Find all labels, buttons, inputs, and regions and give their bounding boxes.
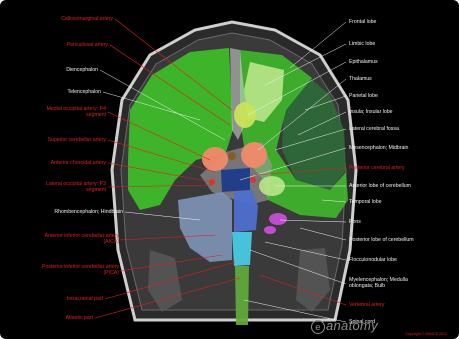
label-limbic-lobe: Limbic lobe bbox=[349, 41, 375, 47]
label-parietal-lobe: Parietal lobe bbox=[349, 93, 378, 99]
vessel-dot bbox=[250, 177, 256, 183]
label-frontal-lobe: Frontal lobe bbox=[349, 19, 376, 25]
label-pericallosal-artery: Pericallosal artery bbox=[67, 42, 108, 48]
label-superior-cerebellar-artery: Superior cerebellar artery bbox=[47, 137, 106, 143]
label-telencephalon: Telencephalon bbox=[68, 89, 101, 95]
spinal-cord bbox=[235, 266, 249, 325]
brand-text: anatomy bbox=[326, 318, 378, 333]
label-vertebral-artery: Vertebral artery bbox=[349, 302, 384, 308]
label-callosomarginal-artery: Callosomarginal artery bbox=[61, 16, 113, 22]
vessel-dot bbox=[228, 152, 236, 160]
brand-logo: eanatomy bbox=[311, 318, 378, 334]
label-insula: Insula; Insular lobe bbox=[349, 109, 393, 115]
pons-purple-2 bbox=[264, 226, 276, 234]
label-rhombencephalon: Rhombencephalon; Hindbrain bbox=[54, 209, 123, 215]
midbrain bbox=[221, 168, 250, 192]
label-posterior-cerebral-artery: Posterior cerebral artery bbox=[349, 165, 405, 171]
label-anterior-lobe-cerebellum: Anterior lobe of cerebellum bbox=[349, 183, 411, 189]
label-posterior-lobe-cerebellum: Posterior lobe of cerebellum bbox=[349, 237, 414, 243]
label-intracranial-part: Intracranial part bbox=[67, 296, 103, 302]
copyright: Copyright © IMAIOS 2012 bbox=[405, 332, 447, 336]
label-lateral-occipital-artery: Lateral occipital artery; P3 segment bbox=[28, 181, 106, 193]
label-medial-occipital-artery: Medial occipital artery; P4 segment bbox=[28, 106, 106, 118]
brand-mark-icon: e bbox=[311, 320, 325, 334]
label-mesencephalon: Mesencephalon; Midbrain bbox=[349, 145, 408, 151]
pons-purple bbox=[269, 213, 287, 225]
label-anterior-choroidal-artery: Anterior choroidal artery bbox=[51, 160, 106, 166]
label-temporal-lobe: Temporal lobe bbox=[349, 199, 382, 205]
label-pons: Pons bbox=[349, 219, 361, 225]
label-lateral-cerebral-fossa: Lateral cerebral fossa bbox=[349, 126, 399, 132]
label-aica: Anterior inferior cerebellar artery (AIC… bbox=[37, 233, 119, 245]
label-myelencephalon: Myelencephalon; Medulla oblongata; Bulb bbox=[349, 277, 419, 289]
thalamus-left bbox=[202, 147, 228, 171]
label-flocculonodular-lobe: Flocculonodular lobe bbox=[349, 257, 397, 263]
label-epithalamus: Epithalamus bbox=[349, 59, 378, 65]
label-thalamus: Thalamus bbox=[349, 76, 372, 82]
label-diencephalon: Diencephalon bbox=[66, 67, 98, 73]
label-pica: Posterior inferior cerebellar artery (PI… bbox=[37, 264, 119, 276]
medulla bbox=[232, 232, 252, 266]
epithalamus bbox=[234, 102, 256, 128]
label-atlantic-part: Atlantic part bbox=[66, 315, 93, 321]
